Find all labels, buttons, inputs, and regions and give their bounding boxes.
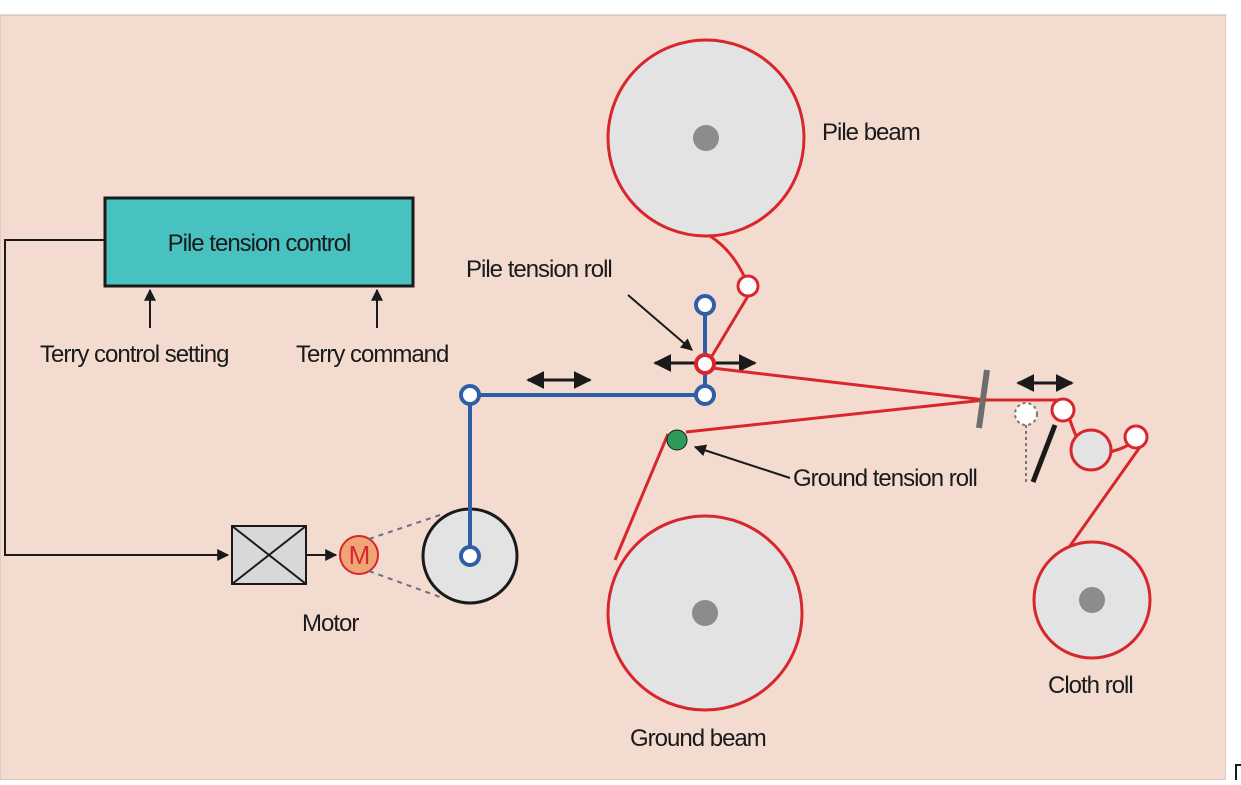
cloth-guide-roll <box>1123 424 1149 450</box>
ground-yarn-to-fell <box>685 398 986 434</box>
terry-command-label: Terry command <box>296 341 448 368</box>
take-up-roller <box>1069 428 1113 472</box>
pile-beam-hub <box>693 125 719 151</box>
pile-yarn-path <box>709 234 747 279</box>
motor-icon <box>339 535 379 575</box>
pile-yarn-to-fell <box>711 366 986 402</box>
servo-diagonal-2 <box>231 525 307 585</box>
lever-pivot-top <box>694 294 716 316</box>
lever-pivot-bottom <box>459 545 481 567</box>
motor-symbol: M <box>349 540 370 570</box>
cloth-to-roll <box>1058 443 1142 561</box>
corner-bracket-icon <box>1235 764 1241 780</box>
temple-dashed-roll <box>1014 402 1038 426</box>
lever-pivot-right <box>694 384 716 406</box>
pile-guide-roll <box>736 274 760 298</box>
control-wire <box>4 239 230 561</box>
temple-arm <box>1030 424 1058 483</box>
ground-beam-label: Ground beam <box>630 725 766 752</box>
pile-tension-control-label: Pile tension control <box>168 230 351 257</box>
right-edge-strip <box>1226 15 1241 780</box>
cloth-roll-label: Cloth roll <box>1048 672 1133 699</box>
pile-tension-roll-pointer <box>627 294 693 351</box>
ground-tension-roll-label: Ground tension roll <box>793 465 977 492</box>
reed <box>976 369 990 429</box>
ground-tension-roll-pointer <box>693 444 791 479</box>
ground-beam-hub <box>692 600 718 626</box>
lever-linkage <box>468 305 707 556</box>
pile-tension-control-box <box>103 196 415 288</box>
terry-control-setting-label: Terry control setting <box>40 341 228 368</box>
belt-lower <box>368 570 441 598</box>
ground-tension-roll <box>666 429 688 451</box>
ground-yarn-up <box>613 433 670 561</box>
breast-beam-roll <box>1050 397 1076 423</box>
pile-yarn-down <box>710 295 750 357</box>
pile-beam-label: Pile beam <box>822 119 920 146</box>
cloth-roll-hub <box>1079 587 1105 613</box>
pile-tension-roll-label: Pile tension roll <box>466 256 612 283</box>
motor-label: Motor <box>302 610 359 637</box>
pile-tension-roll <box>694 353 716 375</box>
lever-pivot-left <box>459 384 481 406</box>
belt-upper <box>368 514 441 540</box>
